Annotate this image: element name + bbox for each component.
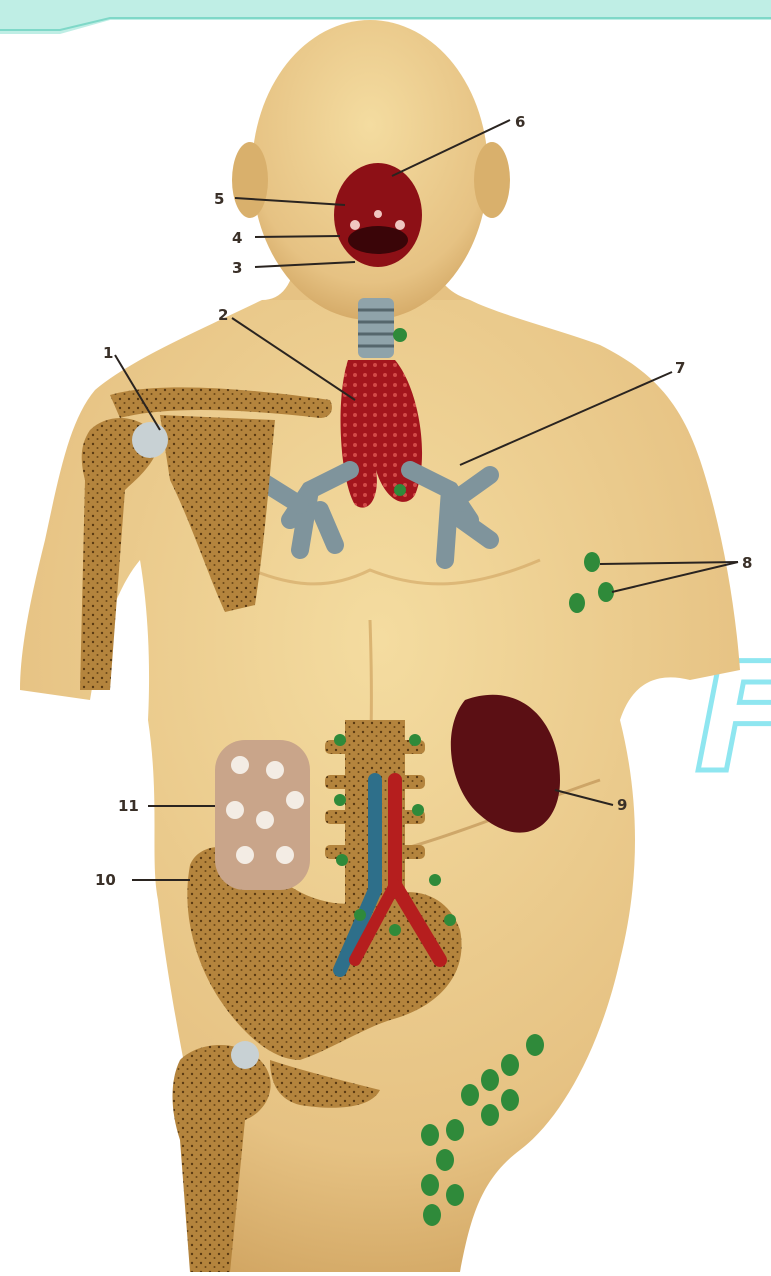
label-9: 9	[617, 796, 627, 814]
label-10: 10	[95, 871, 116, 889]
label-11: 11	[118, 797, 139, 815]
intestine	[215, 740, 310, 890]
label-8: 8	[742, 554, 752, 572]
label-7: 7	[675, 359, 685, 377]
label-5: 5	[214, 190, 224, 208]
mouth-tonsils	[334, 163, 422, 267]
label-1: 1	[103, 344, 113, 362]
label-6: 6	[515, 113, 525, 131]
label-3: 3	[232, 259, 242, 277]
label-4: 4	[232, 229, 242, 247]
label-2: 2	[218, 306, 228, 324]
